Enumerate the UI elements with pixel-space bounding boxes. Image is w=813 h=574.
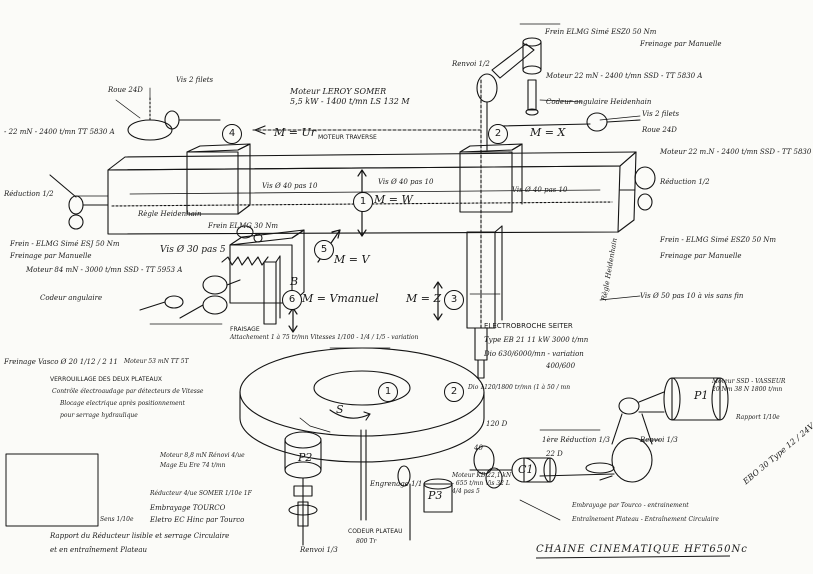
- label-embrayage: Embrayage TOURCO: [150, 504, 226, 512]
- label-frein-right: Frein - ELMG Simé ESZ0 50 Nm: [660, 236, 777, 244]
- label-roue-left: Roue 24D: [108, 86, 143, 94]
- axis-circle-1: 1: [353, 192, 373, 212]
- right-carriage: [459, 79, 523, 379]
- label-vis40-right: Vis Ø 40 pas 10: [512, 186, 568, 194]
- label-type: Type EB 21 11 kW 3000 t/mn: [484, 336, 589, 344]
- leader-lines: [75, 23, 661, 521]
- label-moteur-mid-left: Moteur 84 mN - 3000 t/mn SSD - TT 5953 A: [26, 266, 183, 274]
- label-p1: P1: [694, 389, 709, 402]
- label-frein-30nm: Frein ELMG 30 Nm: [208, 222, 278, 230]
- top-right-drive: [476, 37, 641, 151]
- label-vis-top-right: Vis 2 filets: [642, 110, 680, 118]
- label-moteur-leroy-spec: 5,5 kW - 1400 t/mn LS 132 M: [290, 97, 410, 106]
- label-moteur-left: - 22 mN - 2400 t/mn TT 5830 A: [4, 128, 115, 136]
- right-motor: [619, 166, 656, 211]
- label-entrainement: et en entraînement Plateau: [50, 546, 148, 554]
- label-reduction-right: Réduction 1/2: [660, 178, 710, 186]
- label-codeur-left: Codeur angulaire: [40, 294, 103, 302]
- label-renvoi-bottom: Renvoi 1/3: [300, 546, 338, 554]
- label-electrobroche: ELECTROBROCHE SEITER: [484, 322, 573, 330]
- label-roue-right: Roue 24D: [642, 126, 677, 134]
- label-verrouillage: VERROUILLAGE DES DEUX PLATEAUX: [50, 376, 163, 383]
- label-regle-left: Règle Heidenhain: [138, 210, 202, 218]
- milling-attachment: [139, 225, 269, 319]
- label-entrainement-right: Entraînement Plateau - Entraînement Circ…: [572, 516, 719, 523]
- label-40: 40: [474, 444, 483, 452]
- label-vis-left: Vis 2 filets: [176, 76, 214, 84]
- left-carriage: [186, 143, 305, 325]
- axis-label-vmanual: M = Vmanuel: [302, 292, 379, 305]
- axis-circle-4: 4: [222, 124, 242, 144]
- label-frein-top-right: Frein ELMG Simé ESZ0 50 Nm: [545, 28, 657, 36]
- label-dio2: 400/600: [546, 362, 576, 370]
- label-pour: pour serrage hydraulique: [60, 412, 138, 419]
- label-reducteur: Réducteur 4/ue SOMER 1/10e 1F: [150, 490, 252, 497]
- axis-label-z: M = Z: [406, 292, 442, 305]
- axis-label-w: M = W: [374, 193, 413, 206]
- label-dio: Dio 630/6000/mn - variation: [484, 350, 584, 358]
- axis-circle-3: 3: [444, 290, 464, 310]
- label-moteur-traverse: MOTEUR TRAVERSE: [318, 134, 377, 141]
- label-moteur-leroy: Moteur LEROY SOMER: [290, 87, 387, 96]
- axis-circle-5: 5: [314, 240, 334, 260]
- label-moteur-right: Moteur 22 m.N - 2400 t/mn SSD - TT 5830 …: [660, 148, 813, 156]
- label-rotation-s: S: [336, 403, 344, 416]
- label-freinage-top-right: Freinage par Manuelle: [640, 40, 722, 48]
- label-p3: P3: [428, 489, 443, 502]
- label-vis30: Vis Ø 30 pas 5: [160, 245, 226, 255]
- label-c1: C1: [518, 463, 534, 476]
- label-frein-left: Frein - ELMG Simé ESJ 50 Nm: [10, 240, 120, 248]
- label-dio-1120: Dio 1120/1800 tr/mn (1 à 50 / mn: [468, 384, 571, 391]
- axis-circle-6: 6: [282, 290, 302, 310]
- label-120d: 120 D: [486, 420, 508, 428]
- label-p2: P2: [298, 451, 313, 464]
- label-reduction-1-3: 1ère Réduction 1/3: [542, 436, 610, 444]
- label-fraisage: FRAISAGE: [230, 326, 260, 333]
- label-fraisage-spec: Attachement 1 à 75 tr/mn Vitesses 1/100 …: [230, 334, 419, 341]
- label-vis40-top: Vis Ø 40 pas 10: [378, 178, 434, 186]
- label-reduction-left: Réduction 1/2: [4, 190, 54, 198]
- label-codeur-plateau-spec: 800 Tr: [356, 538, 377, 545]
- label-mage: Mage Eu Ere 74 t/mn: [160, 462, 226, 469]
- label-renvoi-right: Renvoi 1/3: [640, 436, 678, 444]
- label-freinage-right: Freinage par Manuelle: [660, 252, 742, 260]
- label-moteur-53: Moteur 53 mN TT 5T: [124, 358, 189, 365]
- label-controle: Contrôle électroaudage par détecteurs de…: [52, 388, 204, 395]
- table-circle-1: 1: [378, 382, 398, 402]
- label-rapport: Rapport 1/10e: [736, 414, 780, 421]
- label-embrayage-right: Embrayage par Tourco - entrainement: [572, 502, 689, 509]
- label-moteur-top-right: Moteur 22 mN - 2400 t/mn SSD - TT 5830 A: [546, 72, 703, 80]
- label-engrenage: Engrenage 1/1: [370, 480, 423, 488]
- label-blocage: Blocage electrique après positionnement: [60, 400, 185, 407]
- axis-circle-2: 2: [488, 124, 508, 144]
- table-drive: [284, 431, 615, 546]
- label-freinage-left: Freinage par Manuelle: [10, 252, 92, 260]
- label-codeur-top-right: Codeur angulaire Heidenhain: [546, 98, 652, 106]
- label-moteur-kb: Moteur KB 22,1 kN - 655 t/mn Vis 32 L 4/…: [452, 472, 512, 495]
- axis-label-u: M = Ur: [274, 126, 317, 139]
- label-rapport-bottom: Rapport du Réducteur lisible et serrage …: [50, 532, 230, 540]
- top-left-drive: [127, 97, 481, 141]
- label-moteur-ssd-right: Moteur SSD - VASSEUR 20 Nm 38 N 1800 t/m…: [712, 378, 786, 393]
- label-eletro: Eletro EC Hinc par Tourco: [150, 516, 245, 524]
- axis-label-x: M = X: [530, 126, 566, 139]
- label-renvoi-top: Renvoi 1/2: [452, 60, 490, 68]
- label-moteur-lower: Moteur 8,8 mN Rénovi 4/ue: [160, 452, 245, 459]
- drawing-title: CHAINE CINEMATIQUE HFT650Nc: [536, 544, 748, 555]
- label-22d: 22 D: [546, 450, 563, 458]
- axis-label-b: B: [290, 275, 299, 288]
- label-codeur-plateau: CODEUR PLATEAU: [348, 528, 403, 535]
- label-vis40-center: Vis Ø 40 pas 10: [262, 182, 318, 190]
- label-freinage-vasco: Freinage Vasco Ø 20 1/12 / 2 11: [4, 358, 118, 366]
- table-circle-2: 2: [444, 382, 464, 402]
- label-sens: Sens 1/10e: [100, 516, 134, 523]
- right-drive: [599, 377, 729, 483]
- label-vis50-right: Vis Ø 50 pas 10 à vis sans fin: [640, 292, 744, 300]
- empty-title-box: [5, 453, 99, 527]
- axis-label-v: M = V: [334, 253, 370, 266]
